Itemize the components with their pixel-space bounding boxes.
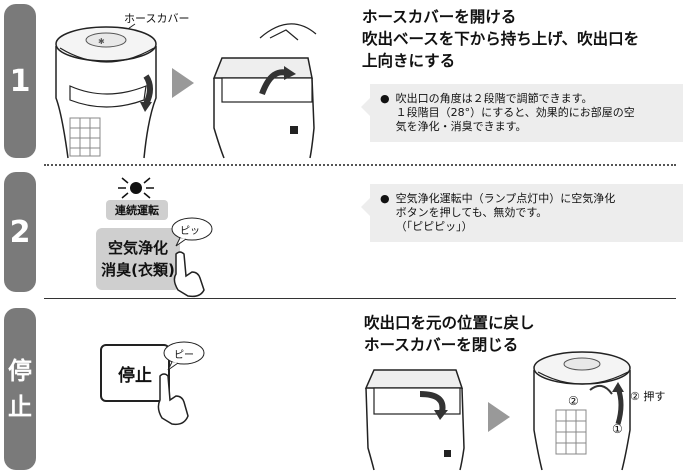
step-1-note-line-3: 気を浄化・消臭できます。 bbox=[395, 120, 527, 133]
next-arrow-2 bbox=[488, 402, 510, 432]
stop-beep-text: ピー bbox=[174, 350, 194, 361]
divider-dotted bbox=[44, 164, 676, 166]
stop-tab-char-1: 停 bbox=[8, 357, 32, 385]
lamp-lit-icon bbox=[118, 177, 154, 199]
appliance-illustration-closed-final bbox=[533, 351, 631, 471]
air-purify-button-label-1: 空気浄化 bbox=[107, 239, 168, 257]
push-label: ② 押す bbox=[630, 390, 666, 403]
step-1-note: ● 吹出口の角度は２段階で調節できます。 １段階目（28°）にすると、効果的にお… bbox=[361, 84, 683, 142]
step-1-heading-line-2: 吹出ベースを下から持ち上げ、吹出口を bbox=[362, 30, 640, 48]
continuous-mode-label: 連続運転 bbox=[115, 204, 159, 217]
note-bullet: ● bbox=[380, 192, 390, 205]
pointing-hand-icon bbox=[173, 251, 205, 298]
stop-heading: 吹出口を元の位置に戻し ホースカバーを閉じる bbox=[364, 312, 535, 356]
beep-text: ピッ bbox=[180, 226, 200, 237]
next-arrow-1 bbox=[172, 68, 194, 98]
stop-button[interactable]: 停止 bbox=[100, 344, 170, 402]
air-purify-deodorize-button[interactable]: 空気浄化 消臭(衣類) bbox=[96, 228, 180, 290]
air-purify-button-label-2: 消臭(衣類) bbox=[101, 261, 175, 279]
svg-text:✱: ✱ bbox=[98, 37, 105, 46]
appliance-illustration-closed: ✱ bbox=[55, 26, 157, 159]
beep-bubble bbox=[171, 217, 213, 247]
marker-2: ② bbox=[568, 394, 579, 408]
stop-button-label: 停止 bbox=[118, 365, 152, 386]
step-2-note-line-1: 空気浄化運転中（ランプ点灯中）に空気浄化 bbox=[395, 192, 616, 205]
step-2-note-line-2: ボタンを押しても、無効です。 bbox=[395, 206, 548, 219]
hose-cover-label: ホースカバー bbox=[124, 12, 190, 25]
divider-solid bbox=[44, 298, 676, 299]
note-bullet: ● bbox=[380, 92, 390, 105]
stop-tab-char-2: 止 bbox=[8, 393, 32, 421]
step-2-tab: 2 bbox=[4, 172, 36, 292]
step-1-tab: 1 bbox=[4, 4, 36, 158]
marker-1: ① bbox=[612, 422, 623, 436]
stop-heading-line-2: ホースカバーを閉じる bbox=[364, 336, 519, 354]
step-2-note-line-3: （「ピピピッ」） bbox=[395, 220, 473, 233]
step-1-number: 1 bbox=[9, 63, 31, 99]
stop-tab: 停 止 bbox=[4, 308, 36, 470]
continuous-mode-lamp: 連続運転 bbox=[106, 200, 168, 220]
stop-pointing-hand-icon bbox=[157, 373, 189, 426]
stop-beep-bubble bbox=[163, 341, 205, 371]
step-2-number: 2 bbox=[9, 214, 31, 250]
step-2-note: ● 空気浄化運転中（ランプ点灯中）に空気浄化 ボタンを押しても、無効です。 （「… bbox=[361, 184, 683, 242]
step-1-note-line-2: １段階目（28°）にすると、効果的にお部屋の空 bbox=[395, 106, 635, 119]
stop-heading-line-1: 吹出口を元の位置に戻し bbox=[364, 314, 535, 332]
step-1-heading-line-3: 上向きにする bbox=[362, 52, 456, 70]
step-1-heading: ホースカバーを開ける 吹出ベースを下から持ち上げ、吹出口を 上向きにする bbox=[362, 6, 639, 72]
step-1-heading-line-1: ホースカバーを開ける bbox=[362, 8, 517, 26]
appliance-illustration-open bbox=[212, 23, 317, 159]
appliance-illustration-returning bbox=[364, 369, 465, 471]
step-1-note-line-1: 吹出口の角度は２段階で調節できます。 bbox=[395, 92, 593, 105]
